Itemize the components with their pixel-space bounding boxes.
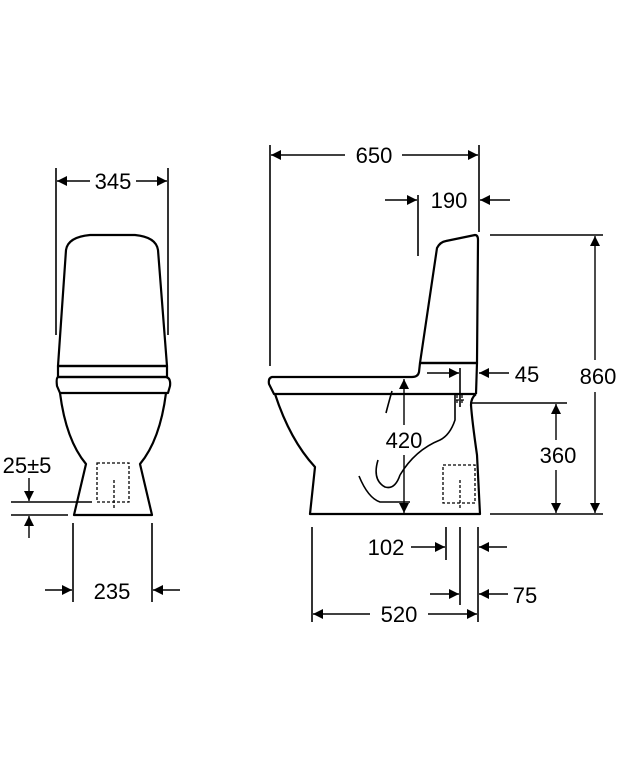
- dimension-label-360: 360: [540, 443, 577, 468]
- dimension-45: 45: [427, 362, 539, 407]
- dimension-label-75: 75: [513, 583, 537, 608]
- front-view: 345 25±5 235: [3, 168, 180, 604]
- dimension-label-25: 25±5: [3, 453, 52, 478]
- dimension-520: 520: [313, 602, 477, 627]
- dimension-label-190: 190: [431, 188, 468, 213]
- dimension-190: 190: [385, 188, 510, 256]
- dimension-label-420: 420: [386, 428, 423, 453]
- bottom-extension-lines: [311, 527, 479, 622]
- dimension-label-102: 102: [368, 535, 405, 560]
- dimension-360: 360: [470, 402, 577, 513]
- dimension-102: 102: [368, 535, 507, 560]
- front-toilet-outline: [55, 233, 172, 517]
- dimension-420: 420: [386, 379, 423, 513]
- side-toilet-outline: [267, 233, 482, 516]
- dimension-label-860: 860: [580, 364, 617, 389]
- dimension-345: 345: [55, 168, 169, 335]
- dimension-650: 650: [269, 143, 480, 366]
- dimension-label-345: 345: [95, 169, 132, 194]
- dimension-25: 25±5: [3, 453, 92, 538]
- dimension-860: 860: [490, 234, 617, 515]
- dimension-label-45: 45: [515, 362, 539, 387]
- dimension-label-235: 235: [94, 579, 131, 604]
- dimension-235: 235: [45, 523, 180, 604]
- dimension-label-520: 520: [381, 602, 418, 627]
- side-view: 650 190 45 860 360: [267, 143, 617, 627]
- dimension-label-650: 650: [356, 143, 393, 168]
- dimension-75: 75: [430, 583, 537, 608]
